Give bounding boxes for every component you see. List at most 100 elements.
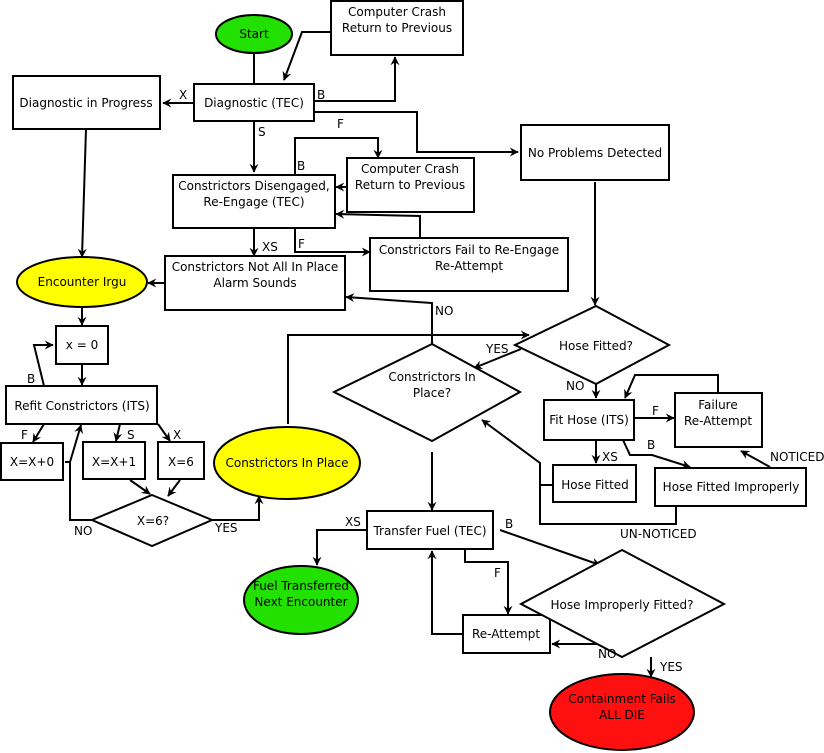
edge-x6q-refit [69, 462, 92, 521]
label-transfer-f: F [494, 566, 501, 580]
label-hose-yes: YES [485, 342, 509, 356]
node-label-line: Encounter Irgu [38, 275, 127, 289]
node-label-line: Constrictors In Place [225, 456, 348, 470]
node-label-line: Failure [698, 398, 737, 412]
node-label-line: Re-Attempt [472, 627, 540, 641]
hose-fitted-label: Hose Fitted [561, 478, 629, 492]
node-label-line: Hose Fitted [561, 478, 629, 492]
no-problems-node[interactable] [520, 124, 670, 181]
fail-reengage-node[interactable] [369, 237, 569, 292]
fit-hose-node[interactable] [543, 399, 635, 441]
node-label-line: Alarm Sounds [213, 276, 296, 290]
improper-q-label: Hose Improperly Fitted? [551, 598, 694, 612]
reattempt-node[interactable] [462, 614, 551, 654]
label-disengaged-f-top: F [337, 117, 344, 131]
node-label-line: Diagnostic in Progress [19, 96, 152, 110]
xx1-label: X=X+1 [92, 455, 136, 469]
label-disengaged-f: F [298, 237, 305, 251]
label-x6-yes: YES [214, 521, 238, 535]
node-label-line: Fuel Transferred [253, 579, 349, 593]
containment-node[interactable] [549, 673, 695, 751]
node-label-line: Constrictors In [388, 370, 475, 384]
xx0-node[interactable] [0, 442, 64, 481]
edges [32, 31, 771, 678]
disengaged-node[interactable] [172, 174, 336, 229]
nodes [0, 0, 807, 751]
hose-improper-node[interactable] [654, 467, 807, 507]
hose-q-label: Hose Fitted? [559, 339, 633, 353]
edge-fail-disengaged [335, 209, 421, 238]
constr-q-node[interactable] [331, 342, 523, 443]
crash-mid-node[interactable] [346, 157, 475, 213]
label-fit-b: B [647, 438, 655, 452]
refit-label: Refit Constrictors (ITS) [14, 399, 149, 413]
x6-node[interactable] [157, 441, 205, 480]
label-refit-f: F [21, 428, 28, 442]
label-disengaged-b: B [297, 159, 305, 173]
node-label-line: Transfer Fuel (TEC) [372, 524, 486, 538]
node-label-line: X=X+0 [10, 455, 54, 469]
diag-progress-node[interactable] [12, 75, 161, 130]
encounter-label: Encounter Irgu [38, 275, 127, 289]
edge-transfer-improperq [499, 529, 601, 567]
label-refit-x: X [173, 428, 181, 442]
node-label-line: X=6 [168, 455, 194, 469]
edge-x6-x6q [167, 479, 181, 497]
hose-fitted-node[interactable] [552, 464, 637, 503]
x6q-node[interactable] [89, 493, 215, 548]
node-label-line: x = 0 [66, 338, 98, 352]
label-diag-x: X [179, 88, 187, 102]
not-all-node[interactable] [164, 255, 346, 311]
edge-improper-unnoticed [539, 485, 677, 525]
x6-label: X=6 [168, 455, 194, 469]
x0-node[interactable] [55, 325, 109, 365]
crash-top-node[interactable] [330, 0, 464, 56]
fuel-done-node[interactable] [243, 565, 359, 635]
label-fit-f: F [652, 404, 659, 418]
diagnostic-node[interactable] [193, 83, 315, 122]
node-label-line: Hose Fitted Improperly [663, 480, 800, 494]
hose-q-node[interactable] [512, 304, 672, 386]
edge-xx0-refit [65, 424, 83, 463]
failure-re-node[interactable] [674, 392, 763, 448]
node-label-line: Containment Fails [568, 692, 676, 706]
edge-transfer-fueldone [312, 529, 367, 566]
edge-x6q-inplace [212, 495, 264, 521]
improper-q-node[interactable] [518, 548, 727, 659]
refit-node[interactable] [5, 385, 158, 425]
in-place-node[interactable] [213, 426, 361, 500]
node-label-line: Constrictors Disengaged, [178, 179, 329, 193]
start-label: Start [239, 27, 269, 41]
label-improper-no: NO [598, 647, 616, 661]
no-problems-label: No Problems Detected [528, 146, 662, 160]
edge-improper-failure [740, 450, 771, 468]
transfer-node[interactable] [366, 510, 494, 550]
start-node[interactable] [215, 14, 293, 54]
edge-xx1-x6q [129, 479, 151, 495]
node-label-line: ALL DIE [599, 708, 645, 722]
label-refit-s: S [127, 428, 135, 442]
x0-label: x = 0 [66, 338, 98, 352]
node-label-line: X=X+1 [92, 455, 136, 469]
label-fit-xs: XS [602, 450, 618, 464]
edge-reattempt-transfer [427, 550, 463, 635]
edge-refit-x0 [32, 340, 54, 387]
edge-refit-x6 [157, 423, 171, 442]
edge-disengaged-fail [294, 228, 371, 257]
transfer-label: Transfer Fuel (TEC) [372, 524, 486, 538]
node-label-line: Computer Crash [361, 162, 459, 176]
xx1-node[interactable] [82, 441, 146, 480]
label-disengaged-xs: XS [262, 240, 278, 254]
x6q-label: X=6? [137, 514, 169, 528]
node-label-line: No Problems Detected [528, 146, 662, 160]
encounter-node[interactable] [16, 256, 148, 308]
xx0-label: X=X+0 [10, 455, 54, 469]
edge-diagnostic-noproblems [315, 111, 519, 157]
node-label-line: Hose Fitted? [559, 339, 633, 353]
